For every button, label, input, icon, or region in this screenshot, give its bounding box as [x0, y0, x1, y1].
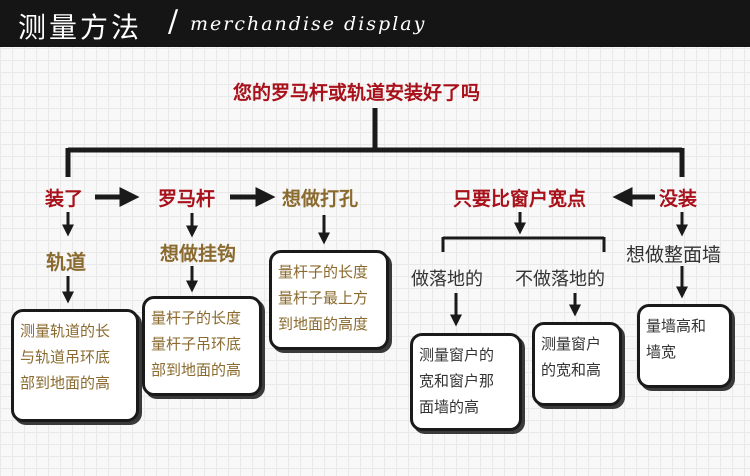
- box-not-floor: 测量窗户 的宽和高: [532, 322, 622, 406]
- header-bar: 测量方法 / merchandise display: [0, 0, 750, 47]
- installed-label: 装了: [45, 188, 84, 210]
- box-hole: 量杆子的长度 量杆子最上方 到地面的高度: [269, 250, 389, 350]
- want-hole-label: 想做打孔: [282, 188, 359, 210]
- header-subtitle: merchandise display: [190, 13, 427, 35]
- header-title: 测量方法: [18, 11, 143, 44]
- header-slash: /: [168, 4, 179, 39]
- question-label: 您的罗马杆或轨道安装好了吗: [233, 82, 481, 104]
- want-hook-label: 想做挂钩: [160, 243, 237, 265]
- roman-rod-label: 罗马杆: [158, 188, 216, 210]
- full-wall-label: 想做整面墙: [626, 244, 722, 266]
- not-installed-label: 没装: [659, 188, 698, 210]
- track-label: 轨道: [46, 250, 86, 274]
- wider-window-label: 只要比窗户宽点: [453, 188, 587, 210]
- box-track: 测量轨道的长 与轨道吊环底 部到地面的高: [11, 309, 139, 422]
- box-wall: 量墙高和 墙宽: [637, 304, 732, 388]
- box-hook: 量杆子的长度 量杆子吊环底 部到地面的高: [142, 296, 262, 396]
- box-floor: 测量窗户的 宽和窗户那 面墙的高: [410, 333, 522, 431]
- floor-length-label: 做落地的: [411, 269, 483, 290]
- not-floor-length-label: 不做落地的: [515, 269, 605, 290]
